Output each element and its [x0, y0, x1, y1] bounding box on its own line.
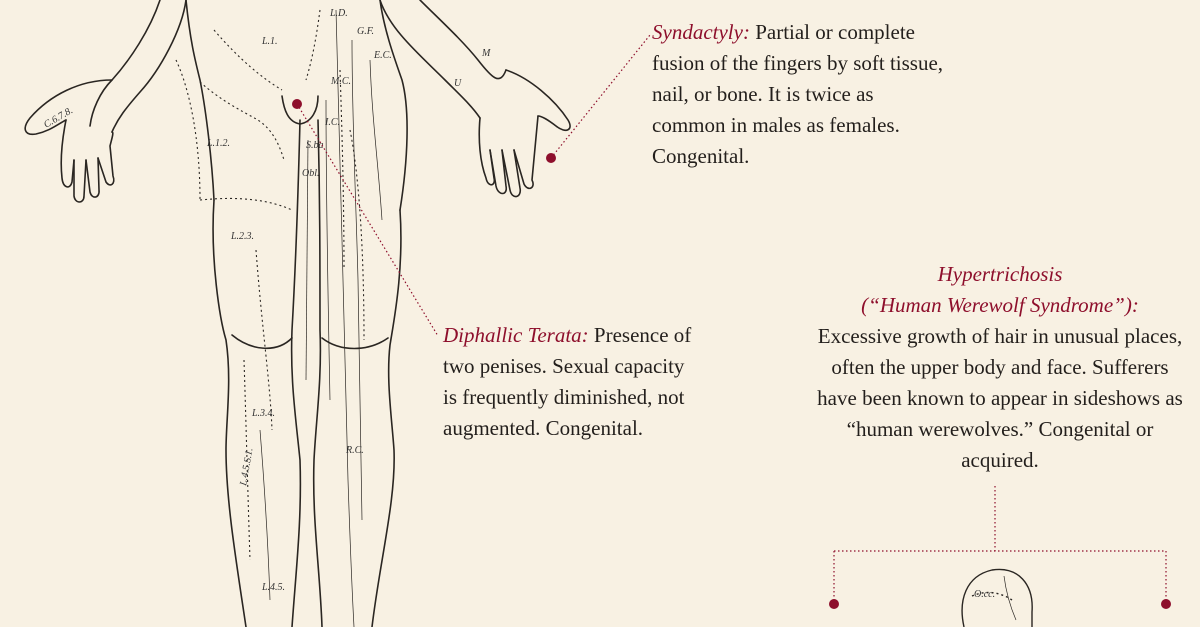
callout-markers	[292, 99, 1171, 609]
label-l12: L.1.2.	[206, 138, 230, 149]
syndactyly-leader	[550, 34, 651, 159]
hypertrichosis-term: Hypertrichosis	[937, 262, 1063, 286]
nerve-lines	[259, 9, 383, 627]
diphallic-callout: Diphallic Terata: Presence of two penise…	[443, 320, 703, 444]
label-l23: L.2.3.	[230, 231, 254, 242]
label-rc: R.C.	[345, 445, 364, 456]
label-gf: G.F.	[357, 26, 374, 37]
body-figure	[24, 0, 571, 627]
hyper-marker-right	[1161, 599, 1171, 609]
diphallic-marker	[292, 99, 302, 109]
diphallic-term: Diphallic Terata:	[443, 323, 589, 347]
hypertrichosis-alias: (“Human Werewolf Syndrome”):	[861, 293, 1139, 317]
syndactyly-term: Syndactyly:	[652, 20, 750, 44]
diphallic-leader	[296, 103, 439, 337]
syndactyly-callout: Syndactyly: Partial or complete fusion o…	[652, 17, 952, 172]
label-l1: L.1.	[261, 36, 278, 47]
label-sba: S.ba	[306, 140, 324, 151]
hyper-marker-left	[829, 599, 839, 609]
label-ld: L.D.	[329, 8, 348, 19]
label-l45s1: L.4.5.S.1.	[238, 447, 256, 487]
head-illustration	[961, 568, 1033, 627]
label-l34: L.3.4.	[251, 408, 275, 419]
hypertrichosis-description: Excessive growth of hair in unusual plac…	[817, 324, 1183, 472]
label-l45: L.4.5.	[261, 582, 285, 593]
label-c678: C.6.7.8.	[42, 105, 75, 130]
callout-leader-lines	[296, 34, 1167, 604]
syndactyly-description: Partial or complete fusion of the finger…	[652, 20, 944, 168]
label-occ: O.cc.	[974, 589, 995, 600]
diphallic-description: Presence of two penises. Sexual capacity…	[443, 323, 692, 440]
label-m: M	[481, 48, 491, 59]
label-obl: Obl.	[302, 168, 320, 179]
label-ec: E.C.	[373, 50, 392, 61]
label-mc: M.C.	[330, 76, 351, 87]
label-u: U	[454, 78, 462, 89]
syndactyly-marker	[546, 153, 556, 163]
hypertrichosis-callout: Hypertrichosis (“Human Werewolf Syndrome…	[815, 259, 1185, 476]
dermatome-boundaries	[175, 9, 365, 561]
label-ic: I.C.	[324, 117, 340, 128]
